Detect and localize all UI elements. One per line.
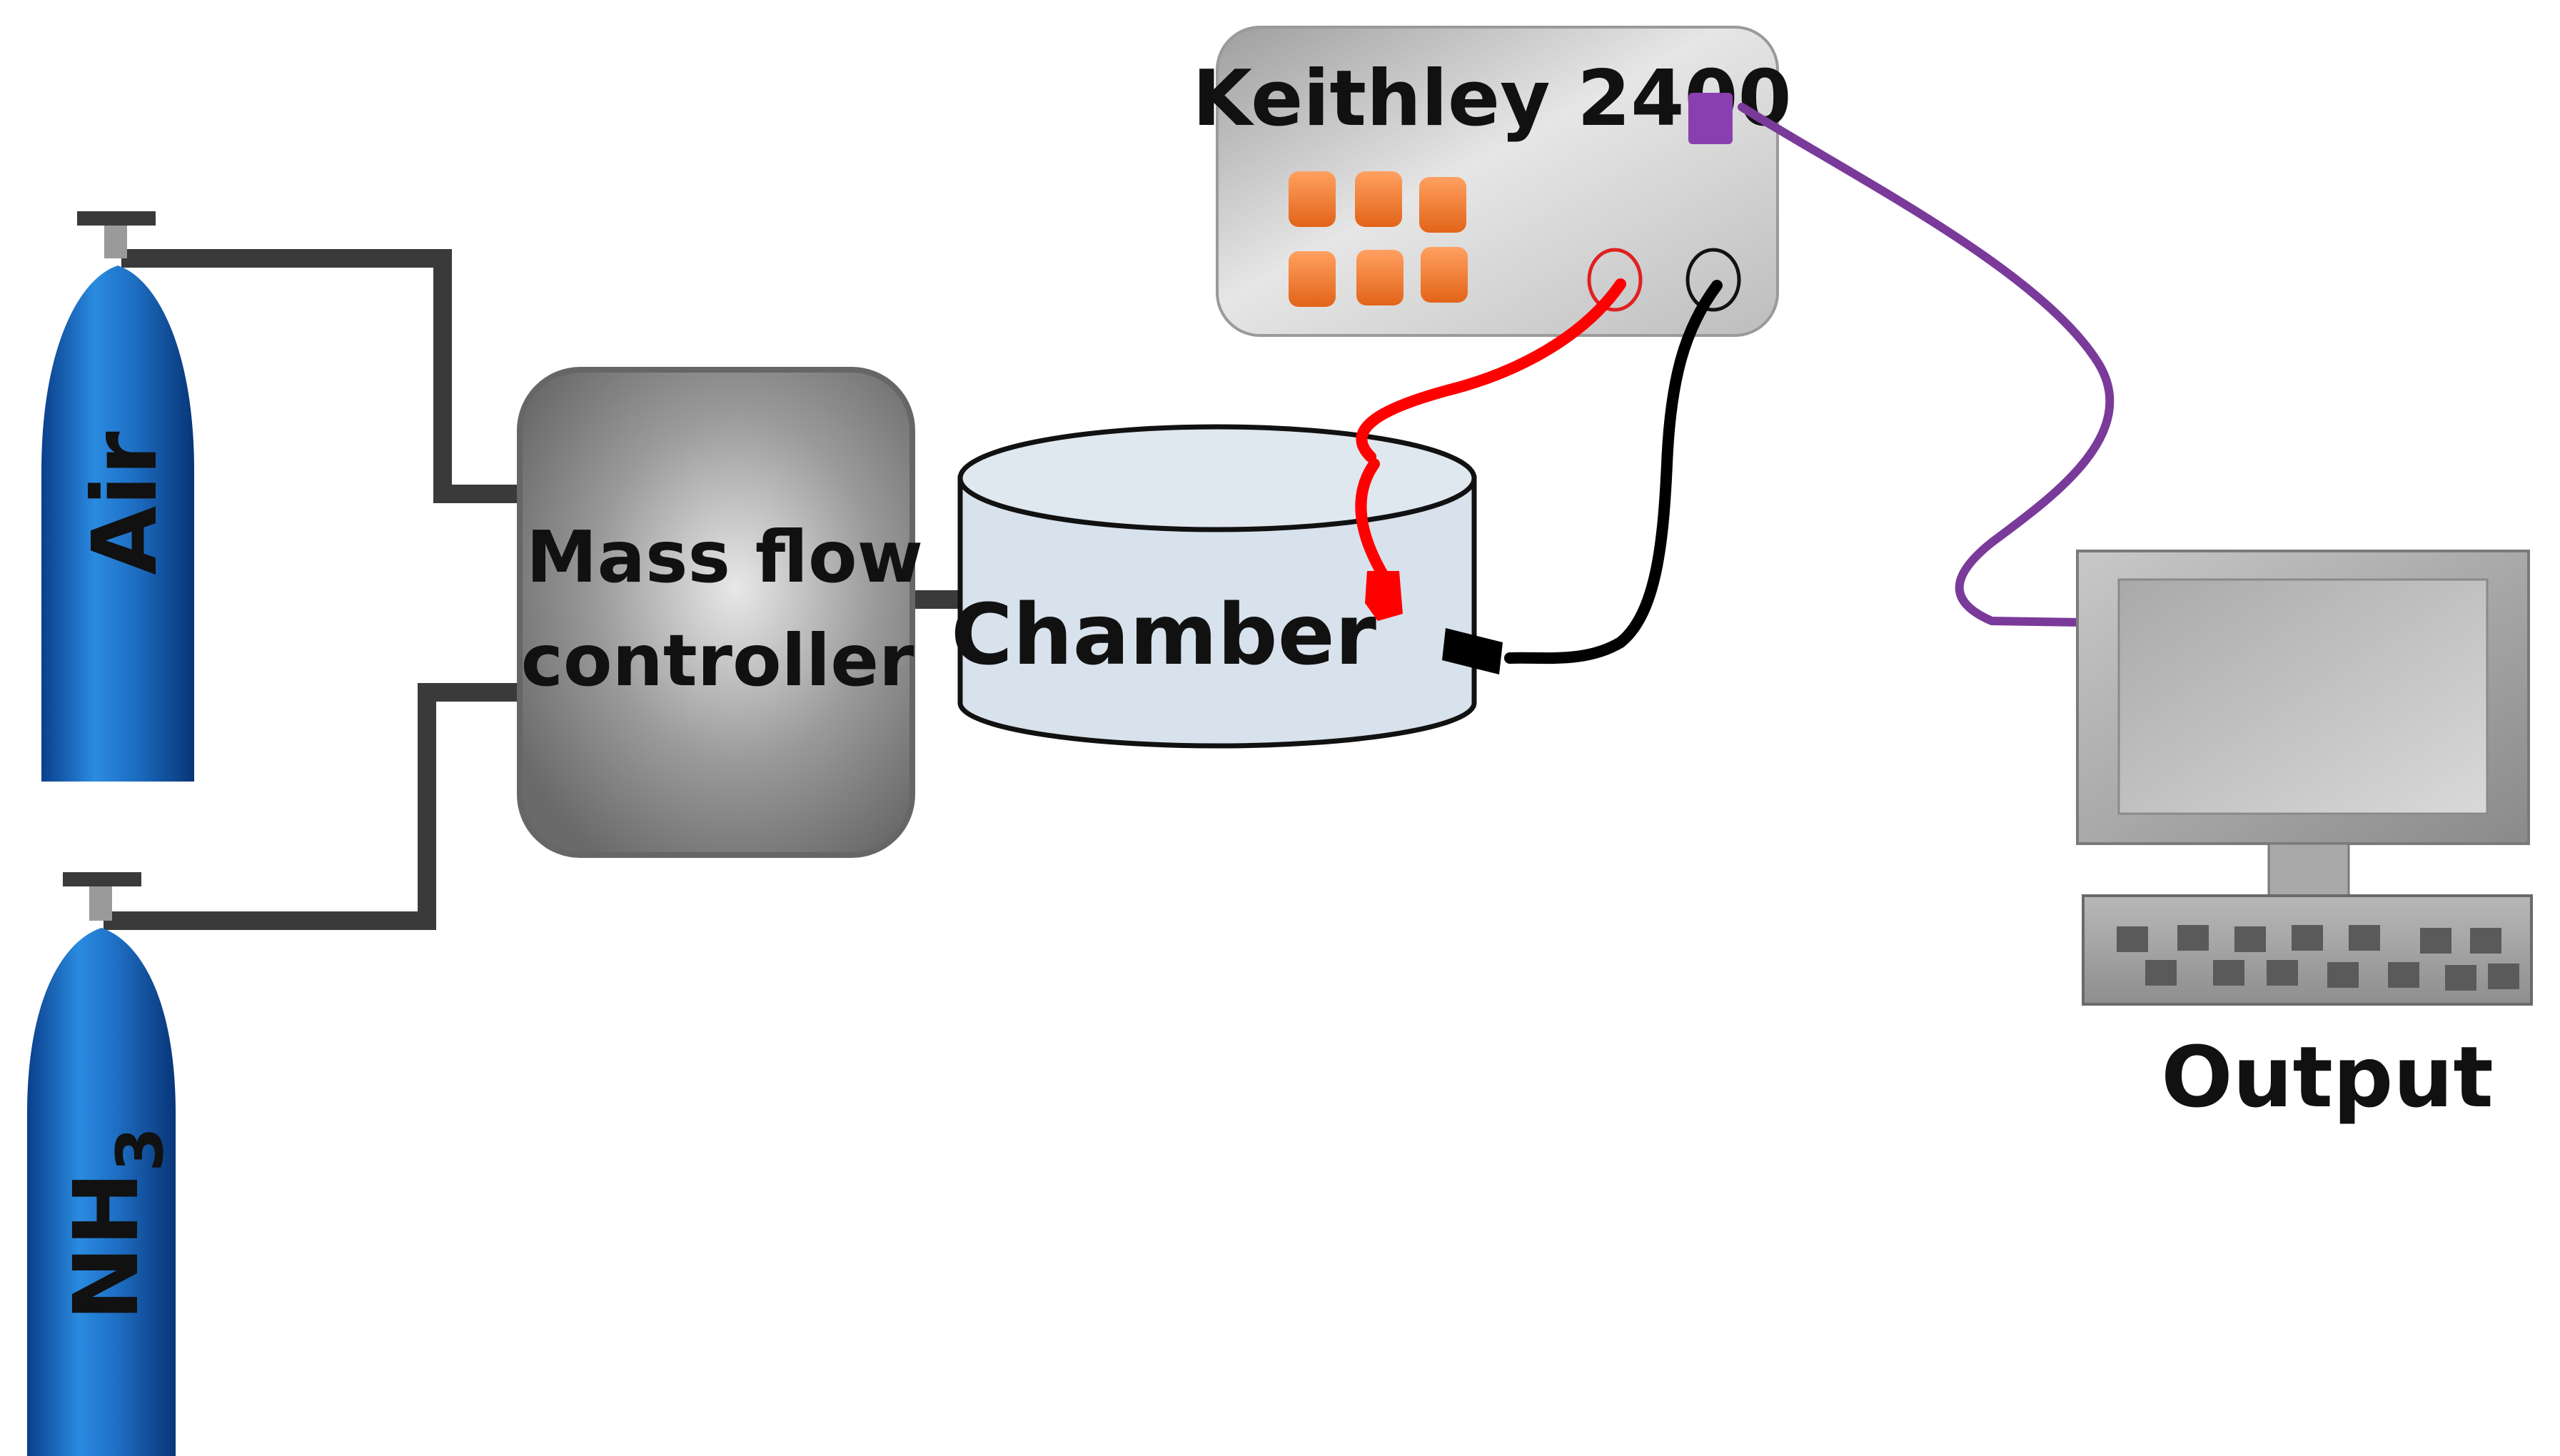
- red-probe-tip: [1365, 571, 1403, 621]
- keithley-button: [1356, 250, 1404, 305]
- nh3-main-text: NH: [55, 1172, 158, 1321]
- nh3-label: NH3: [55, 1127, 178, 1321]
- black-terminal: [1685, 248, 1741, 312]
- nh3-pipe: [104, 683, 525, 930]
- usb-cable: [1738, 103, 2115, 627]
- keithley-button: [1355, 171, 1402, 227]
- mass-flow-controller: [517, 367, 915, 858]
- red-probe-wire: [1355, 278, 1626, 584]
- red-terminal: [1587, 248, 1643, 312]
- gas-cylinder-icon: [27, 872, 176, 1456]
- chamber: [957, 424, 1477, 749]
- nh3-subscript: 3: [103, 1127, 178, 1172]
- keithley-buttons: [1289, 171, 1468, 307]
- air-label: Air: [74, 431, 177, 575]
- output-label: Output: [2161, 1028, 2494, 1126]
- air-pipe: [121, 249, 525, 503]
- keithley-button: [1421, 247, 1468, 303]
- keyboard-icon: [2082, 894, 2533, 1006]
- usb-port: [1688, 93, 1733, 144]
- black-probe-wire: [1504, 280, 1723, 664]
- computer-monitor-icon: [2076, 550, 2530, 902]
- keithley-button: [1289, 171, 1336, 227]
- mfc-label-line1: Mass flow: [526, 515, 923, 599]
- keithley-button: [1419, 177, 1466, 233]
- gas-cylinder-icon: [41, 211, 194, 782]
- chamber-label: Chamber: [951, 585, 1376, 684]
- keithley-button: [1289, 251, 1336, 307]
- mfc-label-line2: controller: [521, 619, 914, 702]
- black-probe-tip: [1442, 628, 1503, 674]
